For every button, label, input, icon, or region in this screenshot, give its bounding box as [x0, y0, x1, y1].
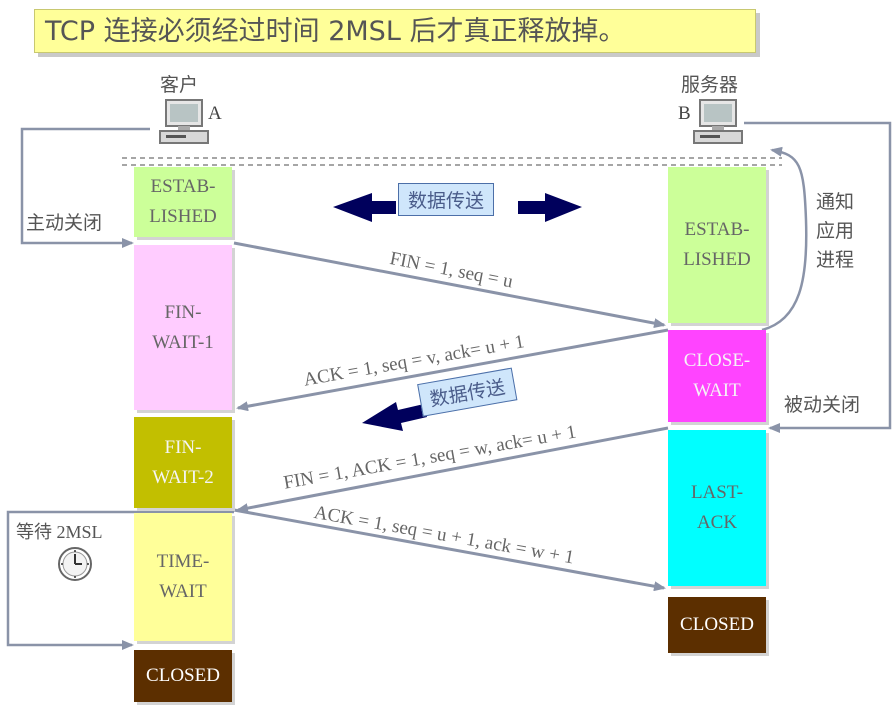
page-title: TCP 连接必须经过时间 2MSL 后才真正释放掉。 — [34, 9, 756, 53]
notify-app-label: 通知 应用 进程 — [816, 191, 855, 271]
client-label: 客户 — [160, 74, 199, 96]
wait-2msl-label: 等待 2MSL — [16, 522, 103, 542]
server-state-close-wait: CLOSE- WAIT — [668, 330, 766, 422]
client-computer-icon — [159, 99, 209, 144]
server-computer-icon — [693, 99, 743, 144]
client-state-fin-wait-2: FIN- WAIT-2 — [134, 417, 232, 508]
client-state-fin-wait-1: FIN- WAIT-1 — [134, 245, 232, 410]
active-close-label: 主动关闭 — [26, 212, 103, 234]
server-state-last-ack: LAST- ACK — [668, 430, 766, 586]
clock-icon — [58, 547, 92, 581]
server-tag: B — [678, 103, 691, 124]
client-state-closed: CLOSED — [134, 650, 232, 702]
client-tag: A — [208, 103, 222, 124]
client-state-time-wait: TIME- WAIT — [134, 513, 232, 641]
server-label: 服务器 — [681, 74, 739, 96]
client-state-established: ESTAB- LISHED — [134, 167, 232, 237]
passive-close-label: 被动关闭 — [784, 394, 861, 416]
server-state-established: ESTAB- LISHED — [668, 167, 766, 323]
server-state-closed: CLOSED — [668, 597, 766, 653]
data-transfer-tag-top: 数据传送 — [398, 183, 495, 216]
